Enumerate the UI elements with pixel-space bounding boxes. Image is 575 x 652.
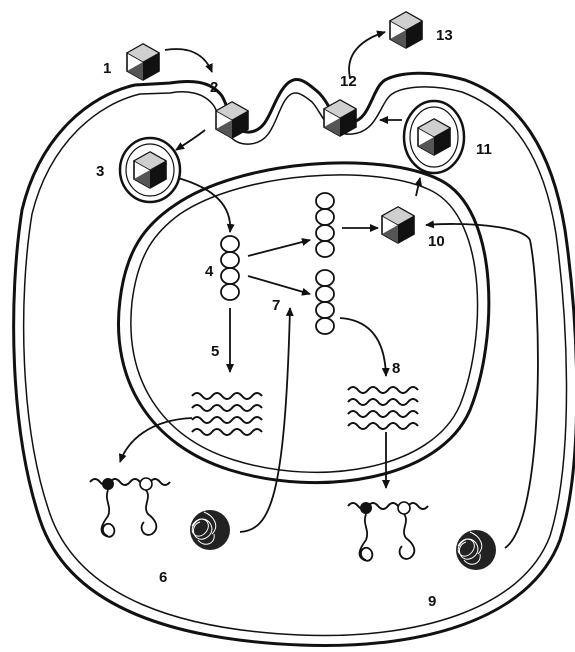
virion-icon xyxy=(418,119,450,155)
arrow-icon xyxy=(248,276,310,294)
dna-helix-icon xyxy=(221,236,239,300)
step-label-6: 6 xyxy=(159,569,167,586)
virion-icon xyxy=(382,207,414,243)
step-label-3: 3 xyxy=(96,163,104,180)
protein-tangle-icon xyxy=(456,530,496,570)
arrow-icon xyxy=(240,308,290,532)
step-label-1: 1 xyxy=(103,60,111,77)
virion-icon xyxy=(324,100,356,136)
step-label-8: 8 xyxy=(392,360,400,377)
step-label-2: 2 xyxy=(210,79,218,96)
virion-icon xyxy=(134,152,166,188)
virion-icon xyxy=(127,44,159,80)
arrow-icon xyxy=(340,318,386,376)
arrow-icon xyxy=(349,32,385,78)
ribosome-icon xyxy=(348,502,428,561)
mrna-icon xyxy=(348,387,418,429)
arrow-icon xyxy=(165,49,212,72)
step-label-9: 9 xyxy=(428,593,436,610)
arrow-icon xyxy=(178,178,230,232)
step-label-13: 13 xyxy=(436,27,453,44)
step-label-7: 7 xyxy=(272,297,280,314)
dna-helix-icon xyxy=(316,270,334,334)
ribosome-icon xyxy=(90,478,170,537)
nucleus-membrane-inner xyxy=(131,175,478,472)
nucleus-membrane xyxy=(118,163,488,483)
arrow-icon xyxy=(120,418,192,462)
step-label-12: 12 xyxy=(340,73,357,90)
arrow-icon xyxy=(426,224,538,548)
step-label-4: 4 xyxy=(205,263,214,280)
arrow-icon xyxy=(248,240,310,256)
step-label-10: 10 xyxy=(428,233,445,250)
step-label-11: 11 xyxy=(476,141,492,158)
dna-helix-icon xyxy=(316,193,334,257)
virion-icon xyxy=(390,12,422,48)
mrna-icon xyxy=(192,393,262,435)
arrow-icon xyxy=(176,130,205,150)
virion-icon xyxy=(216,102,248,138)
arrow-icon xyxy=(416,178,420,196)
protein-tangle-icon xyxy=(190,510,230,550)
step-label-5: 5 xyxy=(211,343,219,360)
